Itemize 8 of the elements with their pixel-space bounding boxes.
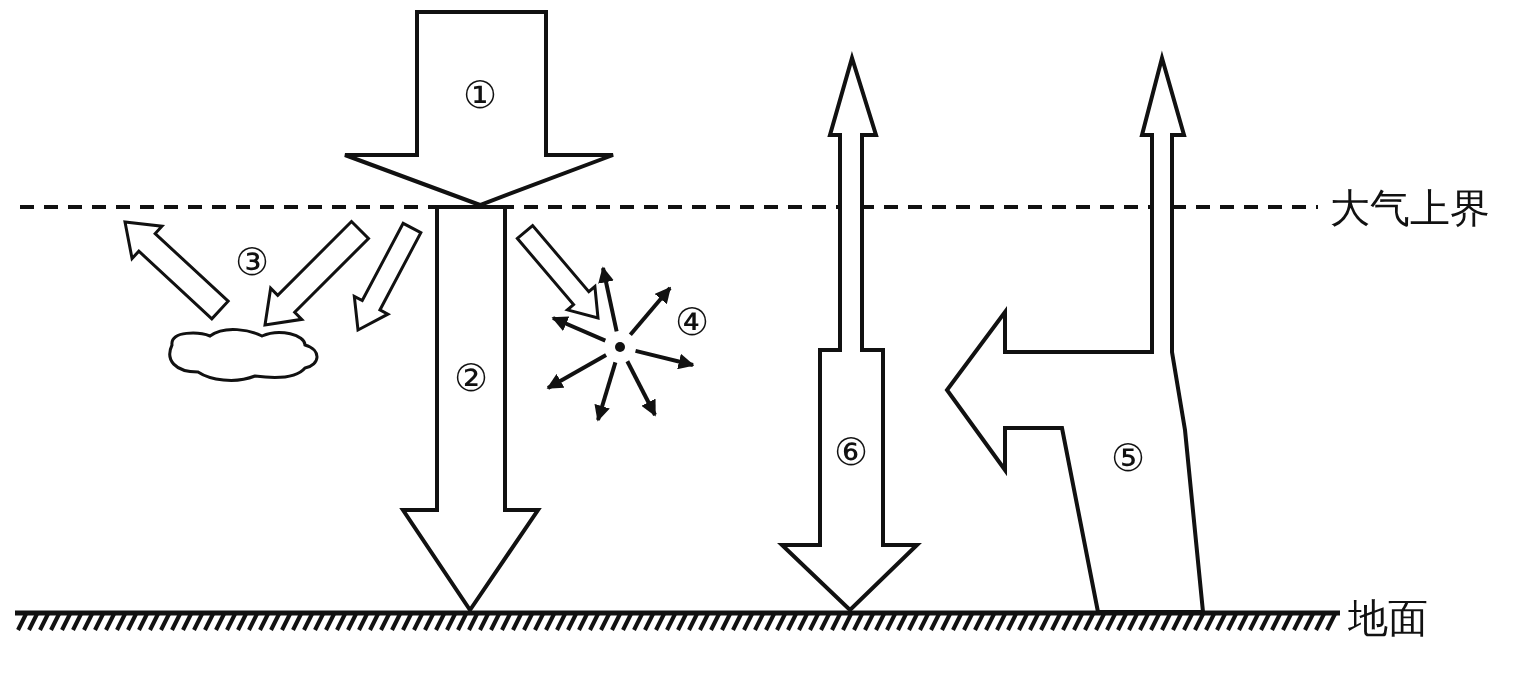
callout-number: ② (453, 359, 489, 397)
callout-number: ⑤ (1110, 439, 1146, 477)
callout-number: ③ (234, 243, 270, 281)
callout-number: ⑥ (833, 433, 869, 471)
boundary-label: 大气上界 (1330, 188, 1490, 228)
callout-number: ④ (674, 303, 710, 341)
callout-number: ① (462, 76, 498, 114)
ground-label: 地面 (1348, 598, 1428, 638)
